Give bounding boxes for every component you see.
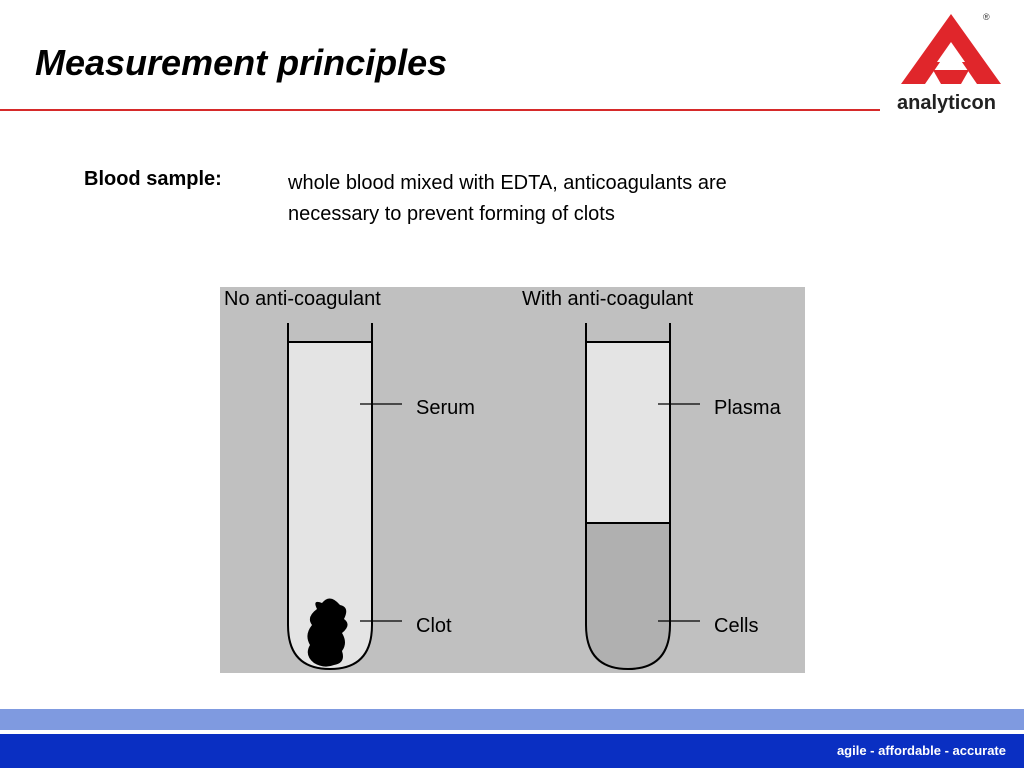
footer-light-band — [0, 709, 1024, 730]
plasma-label: Plasma — [714, 397, 782, 419]
cells-label: Cells — [714, 615, 758, 637]
page-title: Measurement principles — [35, 42, 448, 83]
logo-wordmark: analyticon — [897, 92, 996, 114]
triangle-a-logo-icon — [901, 14, 1001, 84]
left-heading: No anti-coagulant — [224, 288, 381, 310]
description-line-1: whole blood mixed with EDTA, anticoagula… — [288, 172, 727, 194]
footer-dark-band — [0, 734, 1024, 768]
title-divider — [0, 109, 880, 111]
tube-with-anticoagulant — [585, 323, 671, 671]
blood-sample-description: whole blood mixed with EDTA, anticoagula… — [288, 168, 888, 230]
blood-sample-label: Blood sample: — [84, 168, 222, 190]
description-line-2: necessary to prevent forming of clots — [288, 203, 615, 225]
tube-no-anticoagulant — [287, 323, 373, 671]
right-heading: With anti-coagulant — [522, 288, 694, 310]
footer-tagline: agile - affordable - accurate — [836, 743, 1006, 758]
clot-shape — [307, 598, 348, 667]
footer-gap — [0, 730, 1024, 734]
registered-mark: ® — [983, 12, 990, 22]
serum-label: Serum — [416, 397, 475, 419]
blood-tube-diagram: No anti-coagulant With anti-coagulant Se… — [220, 287, 805, 673]
clot-label: Clot — [416, 615, 452, 637]
